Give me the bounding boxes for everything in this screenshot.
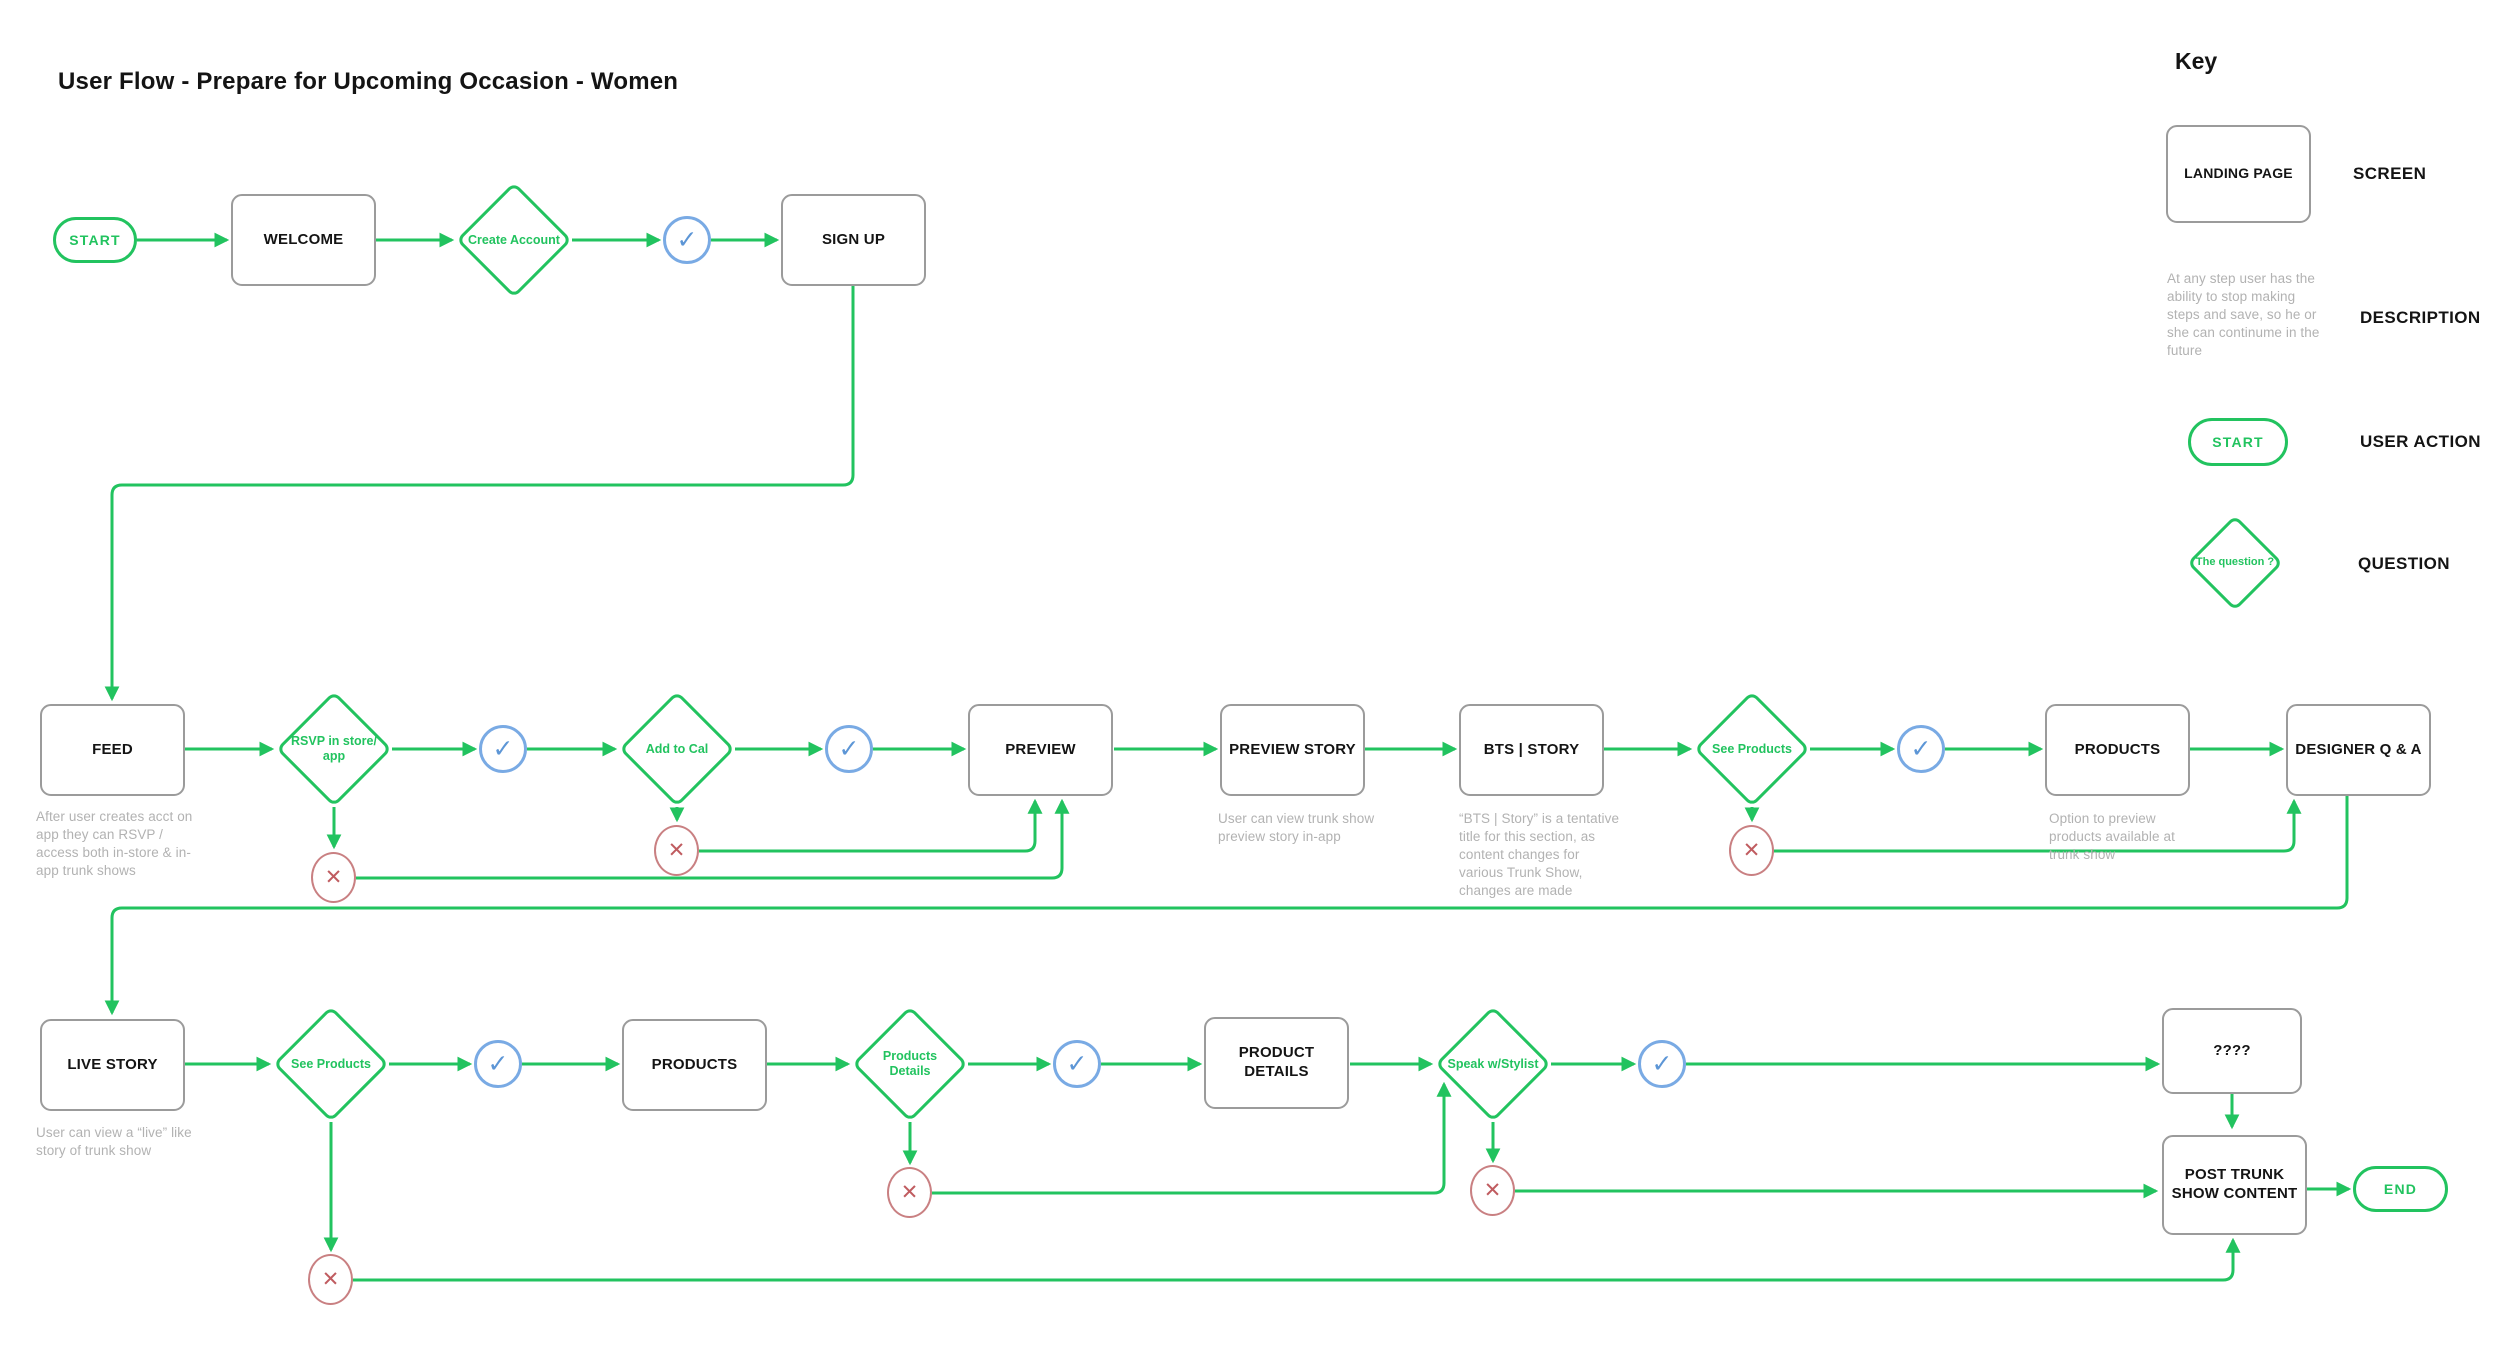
node-sign-up[interactable]: SIGN UP xyxy=(781,194,926,286)
node-end-label: END xyxy=(2383,1181,2418,1197)
note-preview-story: User can view trunk show preview story i… xyxy=(1218,811,1375,845)
note-products-row2: Option to preview products available at … xyxy=(2049,811,2175,863)
key-heading: Key xyxy=(2175,48,2218,74)
note-live-story: User can view a “live” like story of tru… xyxy=(36,1125,192,1159)
node-feed[interactable]: FEED xyxy=(40,704,185,796)
node-designer-qa[interactable]: DESIGNER Q & A xyxy=(2286,704,2431,796)
cross-circle-speak-w-stylist[interactable]: ✕ xyxy=(1470,1165,1515,1216)
node-speak-w-stylist[interactable]: Speak w/Stylist xyxy=(1435,1006,1551,1122)
check-icon: ✓ xyxy=(492,735,514,763)
key-screen-label: SCREEN xyxy=(2353,164,2427,183)
cross-icon: ✕ xyxy=(667,839,686,862)
check-circle-products-details[interactable]: ✓ xyxy=(1053,1040,1101,1088)
node-see-products-row3[interactable]: See Products xyxy=(273,1006,389,1122)
cross-circle-rsvp[interactable]: ✕ xyxy=(311,852,356,903)
node-start[interactable]: START xyxy=(53,217,137,263)
key-question-sample: The question ? xyxy=(2186,514,2284,612)
node-live-story[interactable]: LIVE STORY xyxy=(40,1019,185,1111)
node-preview[interactable]: PREVIEW xyxy=(968,704,1113,796)
note-feed: After user creates acct on app they can … xyxy=(36,809,193,879)
key-user-action-label: USER ACTION xyxy=(2360,432,2481,451)
key-question-sample-label: The question ? xyxy=(2195,556,2275,569)
node-product-details-label: PRODUCT DETAILS xyxy=(1238,1044,1315,1080)
node-designer-qa-label: DESIGNER Q & A xyxy=(2295,740,2422,758)
node-sign-up-label: SIGN UP xyxy=(821,230,886,248)
node-products-details[interactable]: Products Details xyxy=(852,1006,968,1122)
node-products-row3[interactable]: PRODUCTS xyxy=(622,1019,767,1111)
cross-circle-products-details[interactable]: ✕ xyxy=(887,1167,932,1218)
cross-circle-see-products-row3[interactable]: ✕ xyxy=(308,1254,353,1305)
check-icon: ✓ xyxy=(838,735,860,763)
node-see-products-row2-label: See Products xyxy=(1712,741,1792,756)
connector-addtocal-no-preview xyxy=(699,798,1043,853)
check-icon: ✓ xyxy=(1910,735,1932,763)
node-preview-story-label: PREVIEW STORY xyxy=(1229,740,1356,758)
cross-circle-see-products-row2[interactable]: ✕ xyxy=(1729,825,1774,876)
key-question-label: QUESTION xyxy=(2358,554,2450,573)
check-icon: ✓ xyxy=(1066,1050,1088,1078)
cross-icon: ✕ xyxy=(321,1268,340,1291)
page-title: User Flow - Prepare for Upcoming Occasio… xyxy=(58,68,679,95)
cross-icon: ✕ xyxy=(900,1181,919,1204)
key-screen-sample-label: LANDING PAGE xyxy=(2184,165,2293,182)
key-screen-sample: LANDING PAGE xyxy=(2166,125,2311,223)
connector-seeproducts2-no-designerqa xyxy=(1774,798,2302,853)
node-bts-story[interactable]: BTS | STORY xyxy=(1459,704,1604,796)
node-bts-story-label: BTS | STORY xyxy=(1483,740,1580,758)
connector-rsvp-no-preview xyxy=(356,798,1070,880)
node-see-products-row3-label: See Products xyxy=(291,1056,371,1071)
node-welcome[interactable]: WELCOME xyxy=(231,194,376,286)
check-circle-create-account[interactable]: ✓ xyxy=(663,216,711,264)
check-circle-see-products-row2[interactable]: ✓ xyxy=(1897,725,1945,773)
note-bts-story: “BTS | Story” is a tentative title for t… xyxy=(1459,811,1620,899)
connector-signup-feed xyxy=(104,286,855,702)
node-products-row2-label: PRODUCTS xyxy=(2074,740,2161,758)
node-create-account[interactable]: Create Account xyxy=(456,182,572,298)
node-see-products-row2[interactable]: See Products xyxy=(1694,691,1810,807)
node-speak-w-stylist-label: Speak w/Stylist xyxy=(1447,1056,1539,1071)
node-add-to-cal[interactable]: Add to Cal xyxy=(619,691,735,807)
key-user-action-sample: START xyxy=(2188,418,2288,466)
node-unknown-label: ???? xyxy=(2213,1041,2251,1059)
node-post-trunk-show-content[interactable]: POST TRUNK SHOW CONTENT xyxy=(2162,1135,2307,1235)
node-post-trunk-show-content-label: POST TRUNK SHOW CONTENT xyxy=(2171,1166,2298,1202)
node-product-details[interactable]: PRODUCT DETAILS xyxy=(1204,1017,1349,1109)
check-circle-see-products-row3[interactable]: ✓ xyxy=(474,1040,522,1088)
node-live-story-label: LIVE STORY xyxy=(67,1055,158,1073)
node-rsvp-label: RSVP in store/ app xyxy=(291,734,377,763)
cross-icon: ✕ xyxy=(1483,1179,1502,1202)
cross-icon: ✕ xyxy=(1742,839,1761,862)
node-preview-story[interactable]: PREVIEW STORY xyxy=(1220,704,1365,796)
check-icon: ✓ xyxy=(487,1050,509,1078)
node-feed-label: FEED xyxy=(92,740,133,758)
node-products-row2[interactable]: PRODUCTS xyxy=(2045,704,2190,796)
node-preview-label: PREVIEW xyxy=(1005,740,1076,758)
key-user-action-sample-label: START xyxy=(2212,434,2264,450)
node-end[interactable]: END xyxy=(2353,1166,2448,1212)
node-welcome-label: WELCOME xyxy=(263,230,344,248)
node-start-label: START xyxy=(69,232,121,248)
cross-circle-add-to-cal[interactable]: ✕ xyxy=(654,825,699,876)
node-products-row3-label: PRODUCTS xyxy=(651,1055,738,1073)
node-rsvp[interactable]: RSVP in store/ app xyxy=(276,691,392,807)
key-description-label: DESCRIPTION xyxy=(2360,308,2481,327)
check-circle-speak-w-stylist[interactable]: ✓ xyxy=(1638,1040,1686,1088)
key-description-sample: At any step user has the ability to stop… xyxy=(2167,271,2320,359)
node-unknown[interactable]: ???? xyxy=(2162,1008,2302,1094)
check-icon: ✓ xyxy=(1651,1050,1673,1078)
connector-seeproducts3-no-posttrunkshow xyxy=(353,1237,2241,1282)
check-circle-rsvp[interactable]: ✓ xyxy=(479,725,527,773)
check-circle-add-to-cal[interactable]: ✓ xyxy=(825,725,873,773)
node-create-account-label: Create Account xyxy=(468,232,560,247)
node-add-to-cal-label: Add to Cal xyxy=(645,741,709,756)
node-products-details-label: Products Details xyxy=(882,1049,938,1078)
check-icon: ✓ xyxy=(676,226,698,254)
connector-productsdetails-no-speak xyxy=(932,1081,1452,1195)
connector-designerqa-livestory xyxy=(104,795,2349,1016)
cross-icon: ✕ xyxy=(324,866,343,889)
